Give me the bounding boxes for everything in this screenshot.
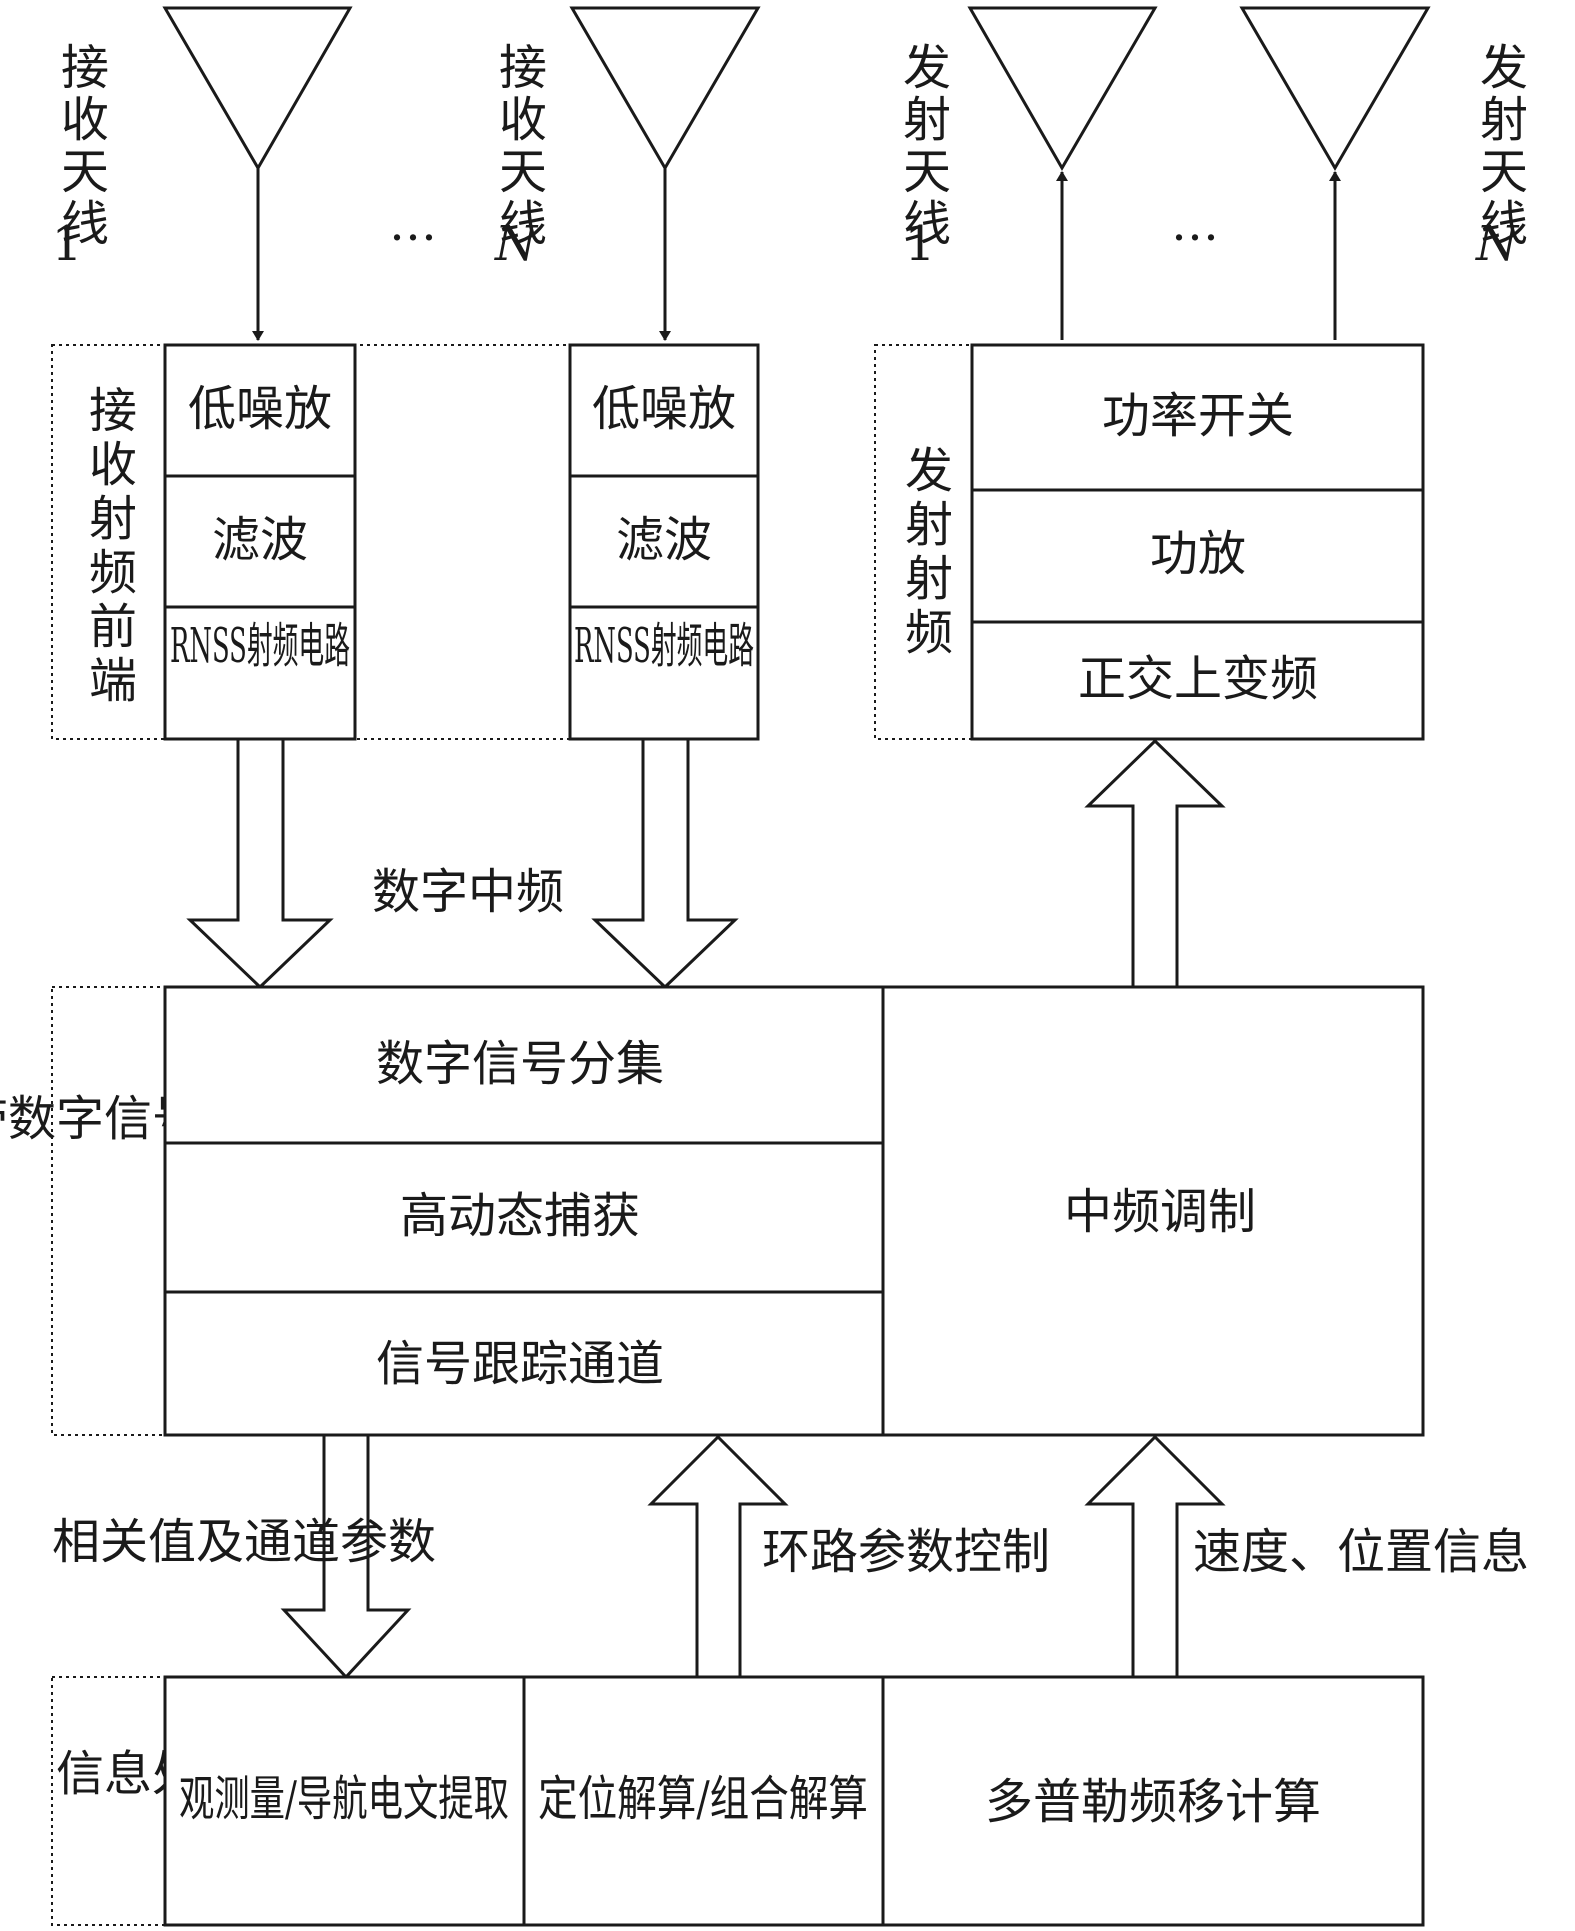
observation-extraction: 观测量/导航电文提取: [179, 1771, 509, 1827]
rx-antenna-1-label: 接收天线: [52, 42, 108, 250]
loop-control-label: 环路参数控制: [762, 1524, 1050, 1580]
velocity-position-arrow: [1084, 1434, 1226, 1679]
loop-control-arrow: [647, 1434, 789, 1679]
transmit-rf-box: [970, 343, 1425, 741]
rxn-rnss: RNSS射频电路: [574, 618, 754, 674]
quadrature-upconverter: 正交上变频: [1078, 651, 1318, 707]
power-switch: 功率开关: [1102, 388, 1294, 444]
rx-antenna-n-label: 接收天线: [490, 42, 546, 250]
tx-antenna-n: [1239, 6, 1431, 340]
rx-antenna-n: [569, 6, 761, 341]
baseband-box: [163, 985, 1425, 1437]
velocity-position-label: 速度、位置信息: [1193, 1524, 1529, 1580]
rx-chain-n: [568, 343, 760, 741]
info-processing-box: [163, 1675, 1425, 1927]
rx1-filter: 滤波: [212, 512, 308, 568]
if-to-transmit-arrow: [1084, 738, 1226, 989]
rx1-to-baseband-arrow: [186, 737, 334, 990]
tx-antenna-1: [967, 6, 1158, 340]
positioning-solution: 定位解算/组合解算: [538, 1771, 868, 1827]
rxn-lna: 低噪放: [592, 381, 736, 437]
rxn-filter: 滤波: [616, 512, 712, 568]
rx-chain-1: [163, 343, 357, 741]
correlation-arrow: [280, 1433, 412, 1680]
signal-tracking-channel: 信号跟踪通道: [376, 1336, 664, 1392]
rx-antenna-1: [162, 6, 353, 341]
tx-antenna-1-index: 1: [905, 216, 936, 272]
digital-if-label: 数字中频: [372, 864, 564, 920]
receive-frontend-label: 接收射频前端: [80, 385, 136, 709]
correlation-label: 相关值及通道参数: [52, 1514, 436, 1570]
rxn-to-baseband-arrow: [591, 737, 739, 990]
rx-antenna-1-index: 1: [52, 216, 83, 272]
tx-antenna-n-label: 发射天线: [1471, 42, 1527, 250]
power-amplifier: 功放: [1150, 526, 1246, 582]
rx1-rnss: RNSS射频电路: [170, 618, 350, 674]
rx-ellipsis: …: [389, 196, 437, 252]
rx1-lna: 低噪放: [188, 381, 332, 437]
rx-antenna-n-index: N: [494, 216, 539, 272]
transmit-rf-label: 发射射频: [896, 445, 952, 661]
tx-antenna-1-label: 发射天线: [894, 42, 950, 250]
tx-antenna-n-index: N: [1475, 216, 1520, 272]
high-dynamic-acquisition: 高动态捕获: [400, 1188, 640, 1244]
doppler-calculation: 多普勒频移计算: [985, 1774, 1321, 1830]
if-modulation: 中频调制: [1064, 1184, 1256, 1240]
tx-ellipsis: …: [1171, 196, 1219, 252]
digital-signal-diversity: 数字信号分集: [376, 1036, 664, 1092]
